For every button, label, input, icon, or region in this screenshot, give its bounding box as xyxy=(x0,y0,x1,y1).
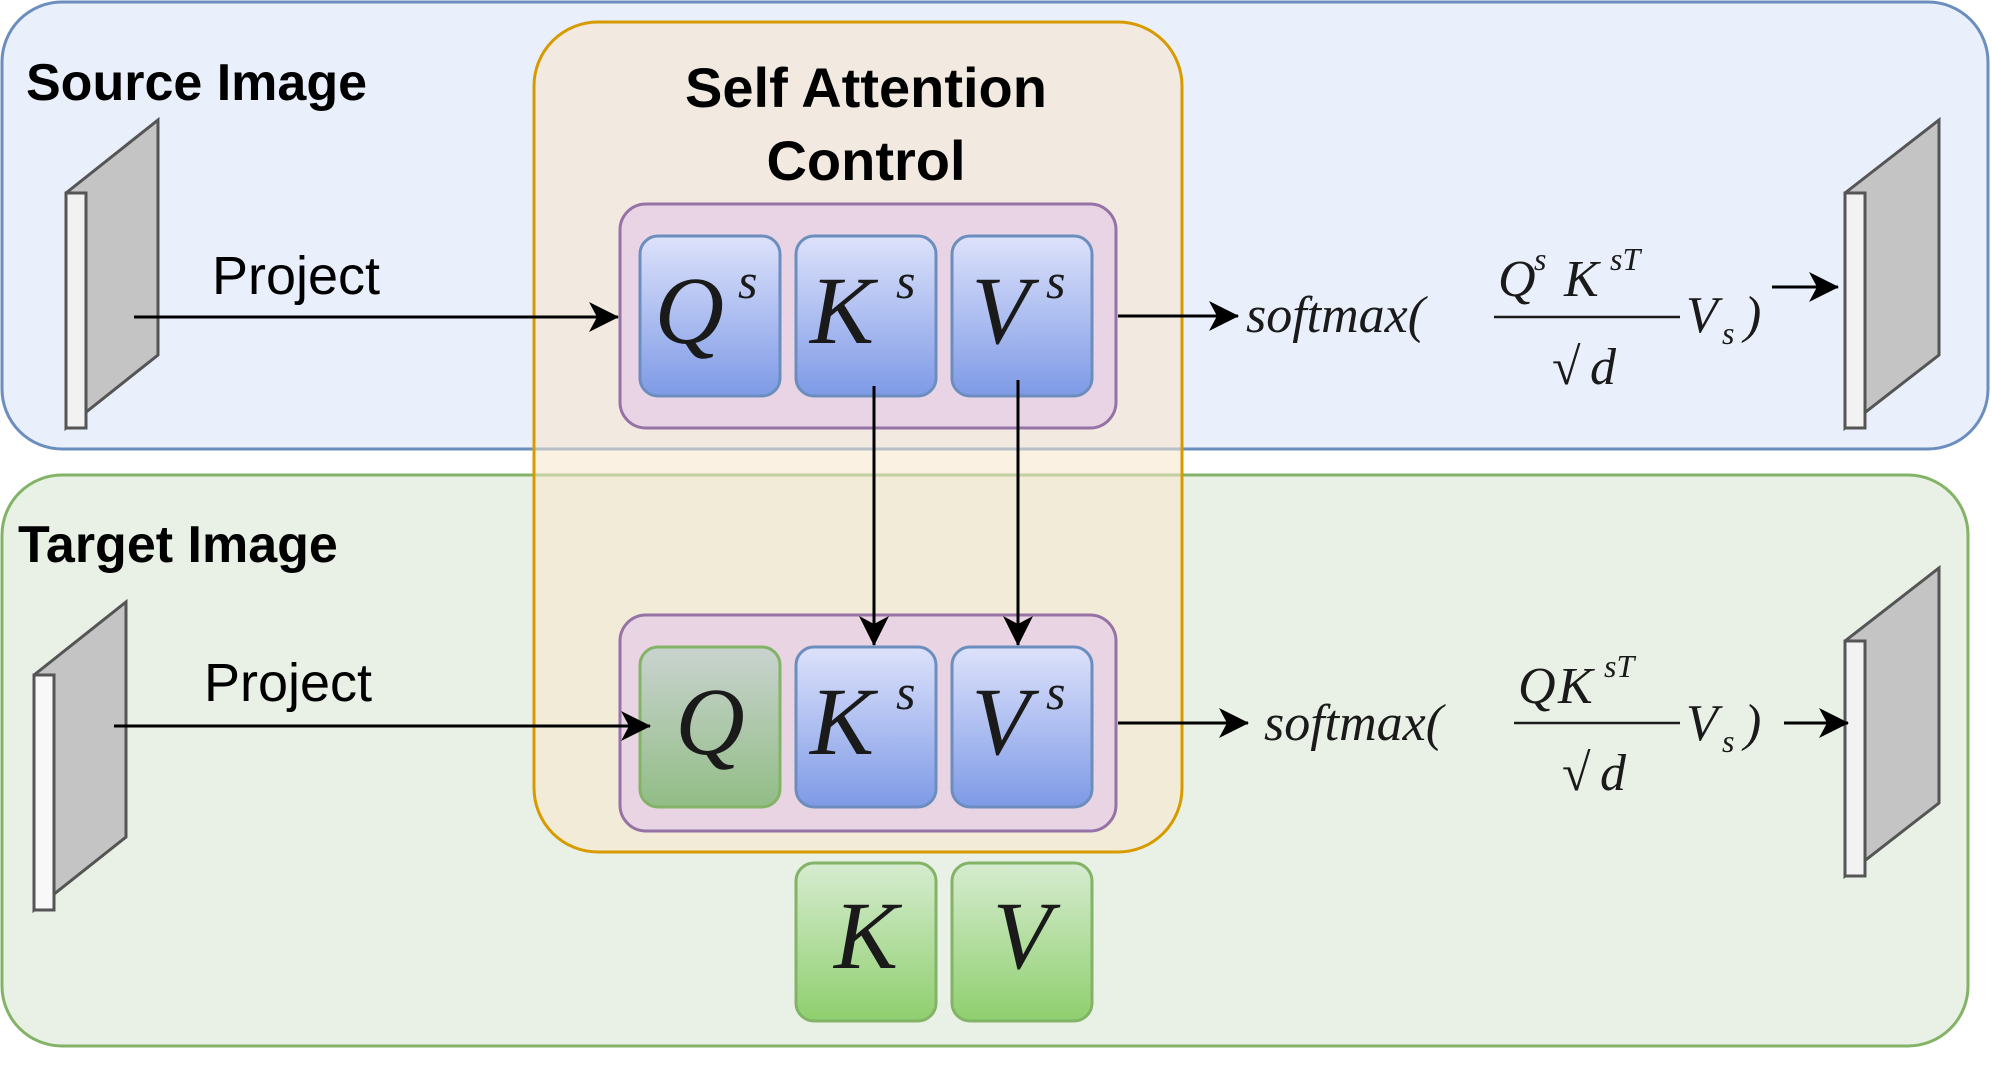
target-image-title: Target Image xyxy=(18,516,338,574)
target-formula-den: d xyxy=(1600,745,1627,802)
target-formula-num2: K xyxy=(1557,658,1595,715)
target-v-sup: s xyxy=(1046,664,1065,720)
target-token-k: K s xyxy=(794,645,938,809)
source-k-base: K xyxy=(808,257,879,364)
source-v-base: V xyxy=(971,257,1039,364)
source-q-sup: s xyxy=(738,253,757,309)
target-project-label: Project xyxy=(204,653,372,713)
source-output-feature-map xyxy=(1843,116,1941,432)
target-formula-num1: Q xyxy=(1518,658,1556,715)
source-formula-num2: K xyxy=(1563,251,1601,308)
source-formula-num1-sup: s xyxy=(1534,241,1546,277)
target-output-feature-map xyxy=(1843,564,1941,880)
source-attention-formula: softmax( Q s K sT √ d V s ) xyxy=(1246,241,1761,396)
source-token-k: K s xyxy=(794,234,938,398)
source-formula-sqrt: √ xyxy=(1552,339,1581,396)
source-formula-close: ) xyxy=(1741,287,1761,344)
source-token-q: Q s xyxy=(638,234,782,398)
source-formula-v-sub: s xyxy=(1722,315,1734,351)
target-q-base: Q xyxy=(675,668,744,775)
source-k-sup: s xyxy=(896,253,915,309)
target-own-k-base: K xyxy=(832,882,903,989)
source-input-feature-map xyxy=(64,116,160,432)
target-formula-close: ) xyxy=(1741,695,1761,752)
source-q-base: Q xyxy=(655,257,724,364)
source-token-v: V s xyxy=(950,234,1094,398)
control-title-line1: Self Attention xyxy=(685,56,1047,119)
target-formula-sqrt: √ xyxy=(1562,745,1591,802)
source-formula-den: d xyxy=(1590,339,1617,396)
target-token-v: V s xyxy=(950,645,1094,809)
source-image-title: Source Image xyxy=(26,54,367,112)
target-input-feature-map xyxy=(32,598,128,914)
source-formula-prefix: softmax( xyxy=(1246,287,1428,344)
target-own-token-k: K xyxy=(794,861,938,1023)
target-formula-prefix: softmax( xyxy=(1264,695,1446,752)
source-project-label: Project xyxy=(212,246,380,306)
target-formula-num2-sup: sT xyxy=(1604,648,1636,684)
target-formula-v: V xyxy=(1686,695,1723,752)
source-v-sup: s xyxy=(1046,253,1065,309)
target-v-base: V xyxy=(971,668,1039,775)
control-title-line2: Control xyxy=(766,129,965,192)
target-token-q: Q xyxy=(638,645,782,809)
source-formula-num2-sup: sT xyxy=(1610,241,1642,277)
target-k-sup: s xyxy=(896,664,915,720)
target-own-v-base: V xyxy=(993,882,1061,989)
target-k-base: K xyxy=(808,668,879,775)
source-formula-v: V xyxy=(1686,287,1723,344)
target-attention-formula: softmax( Q K sT √ d V s ) xyxy=(1264,648,1761,802)
source-formula-num1: Q xyxy=(1498,251,1536,308)
target-own-token-v: V xyxy=(950,861,1094,1023)
target-formula-v-sub: s xyxy=(1722,723,1734,759)
